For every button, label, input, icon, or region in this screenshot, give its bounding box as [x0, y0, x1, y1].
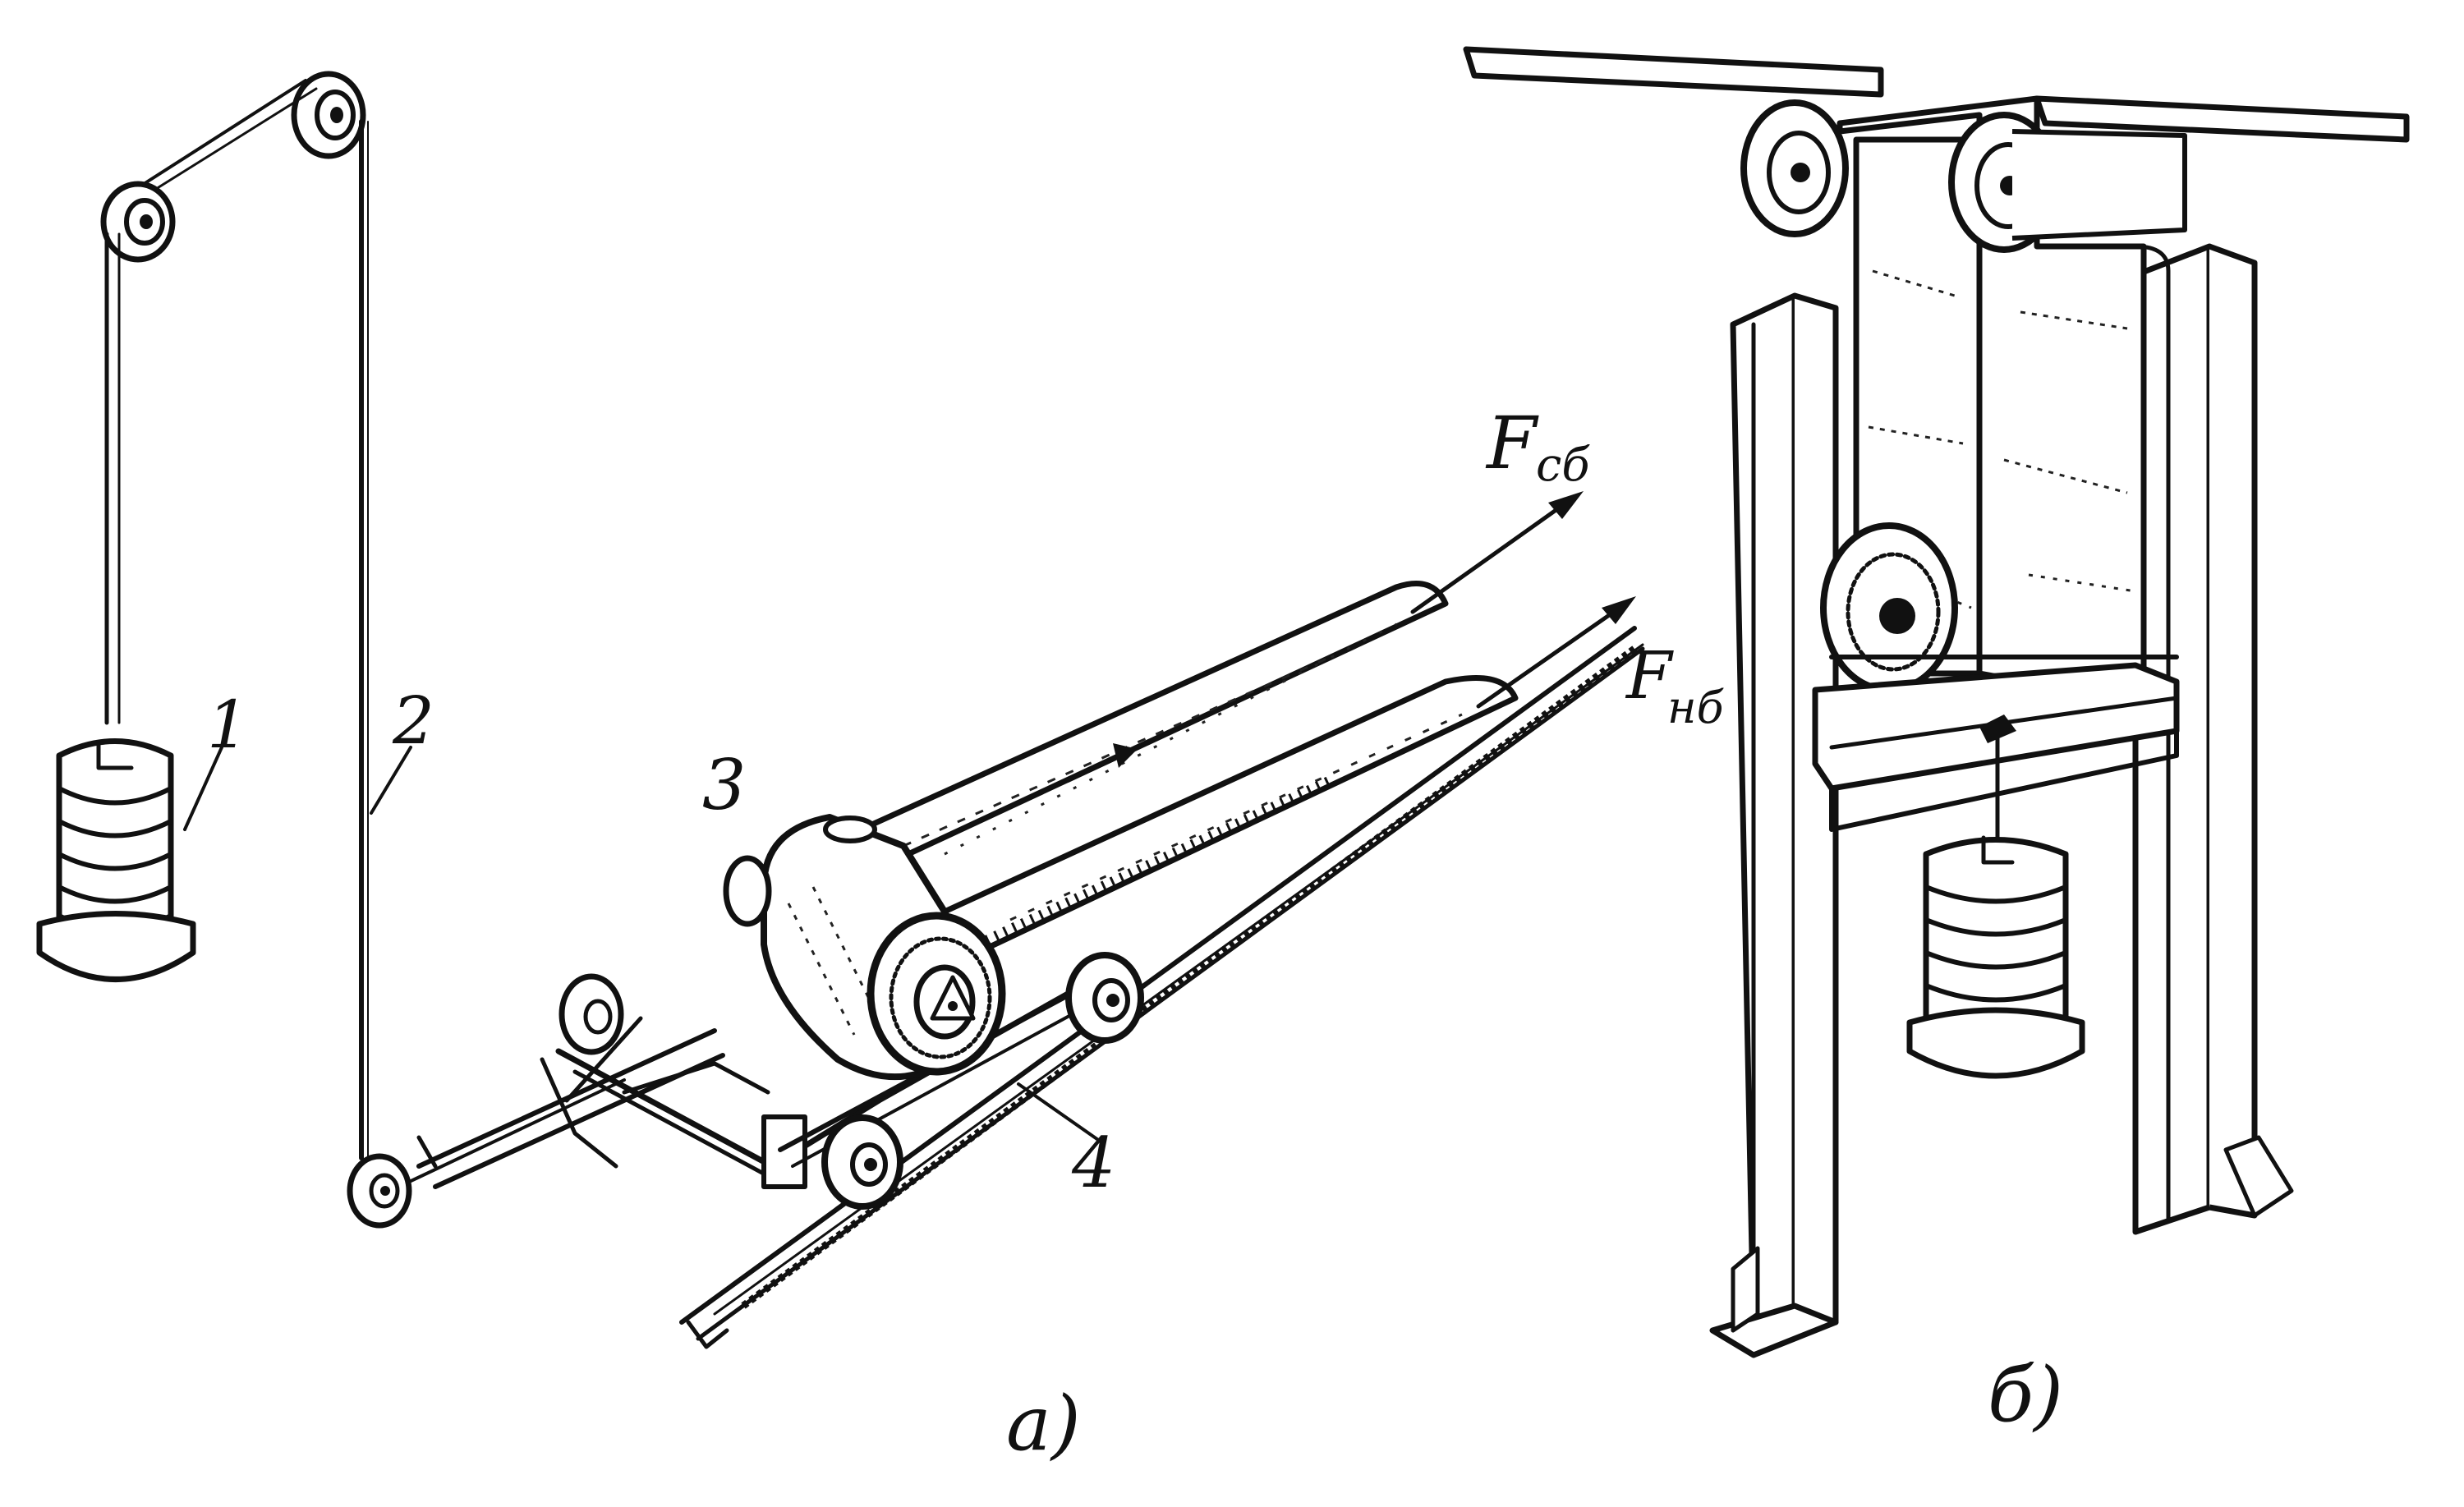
- carriage-wheel-left: [559, 973, 624, 1055]
- setup-b: [1463, 46, 2410, 1358]
- rail-upper: [416, 1028, 725, 1189]
- belt-top-strips: [1463, 46, 2410, 143]
- label-3: 3: [702, 745, 746, 825]
- pulley-3: [723, 814, 1006, 1081]
- frame-left-column: [1709, 292, 1839, 1358]
- leader-line-1: [183, 746, 223, 831]
- lower-test-pulley: [1820, 522, 2179, 693]
- weight-stack-b: [1906, 835, 2085, 1079]
- top-pulley-left: [1740, 99, 1849, 237]
- crossbar: [1812, 662, 2180, 840]
- weight-stack-1: [36, 738, 196, 982]
- frame-right-column: [2132, 243, 2294, 1235]
- label-1: 1: [207, 687, 249, 763]
- label-f-slack: F нб: [1625, 637, 1725, 733]
- cable-2: [104, 79, 626, 1192]
- carriage-wheel-right: [1065, 952, 1144, 1044]
- label-f-tight-sub: сб: [1536, 439, 1590, 492]
- bottom-left-pulley: [347, 1153, 412, 1229]
- top-right-pulley: [291, 71, 366, 159]
- belt-tight-side: [787, 581, 1449, 890]
- top-left-pulley: [100, 181, 176, 263]
- carriage-wheel-front: [821, 1114, 903, 1210]
- label-2: 2: [392, 682, 434, 759]
- label-f-slack-main: F: [1625, 637, 1674, 714]
- label-f-tight: F сб: [1485, 401, 1590, 492]
- caption-b: б): [1988, 1351, 2063, 1439]
- leader-line-4: [1017, 1082, 1102, 1143]
- force-arrow-tight: [1410, 491, 1584, 614]
- setup-a: [36, 71, 1645, 1349]
- label-f-tight-main: F: [1485, 401, 1539, 485]
- belt-slack-side: [943, 675, 1519, 956]
- top-pulley-right: [1948, 112, 2187, 253]
- label-f-slack-sub: нб: [1667, 682, 1725, 733]
- leader-line-2: [370, 746, 412, 815]
- label-4: 4: [1071, 1123, 1115, 1203]
- force-arrow-slack: [1476, 596, 1636, 709]
- caption-a: а): [1006, 1380, 1081, 1468]
